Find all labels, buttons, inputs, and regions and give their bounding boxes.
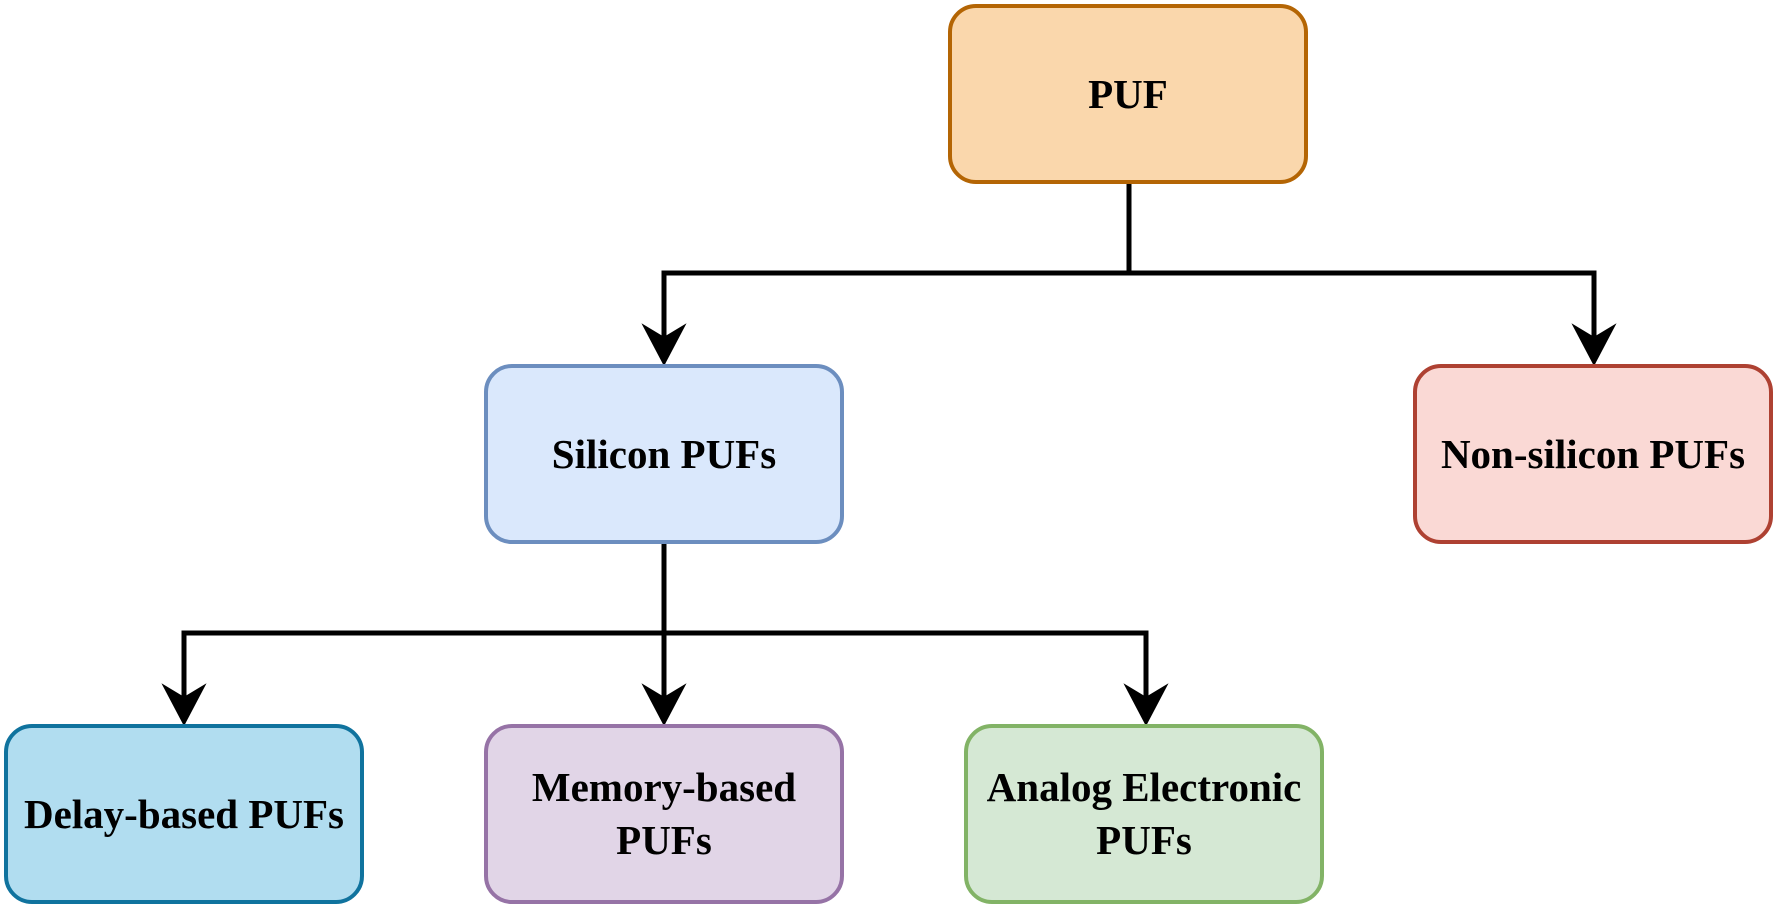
node-silicon-pufs-label: Silicon PUFs (551, 430, 777, 477)
arrowhead-to-silicon (641, 323, 687, 367)
node-silicon-pufs: Silicon PUFs (484, 364, 844, 544)
arrowhead-to-nonsilicon (1571, 323, 1617, 367)
node-non-silicon-pufs: Non-silicon PUFs (1413, 364, 1773, 544)
node-non-silicon-pufs-label: Non-silicon PUFs (1440, 430, 1746, 477)
node-analog-electronic-pufs-label: Analog Electronic PUFs (986, 764, 1302, 863)
arrowhead-to-delay (161, 683, 207, 727)
node-memory-based-pufs-label: Memory-based PUFs (531, 764, 797, 863)
arrowhead-to-analog (1123, 683, 1169, 727)
node-delay-based-pufs-label: Delay-based PUFs (23, 790, 344, 837)
arrowhead-to-memory (641, 683, 687, 727)
node-memory-based-pufs: Memory-based PUFs (484, 724, 844, 904)
node-delay-based-pufs: Delay-based PUFs (4, 724, 364, 904)
node-puf: PUF (948, 4, 1308, 184)
node-puf-label: PUF (1088, 70, 1168, 117)
node-analog-electronic-pufs: Analog Electronic PUFs (964, 724, 1324, 904)
